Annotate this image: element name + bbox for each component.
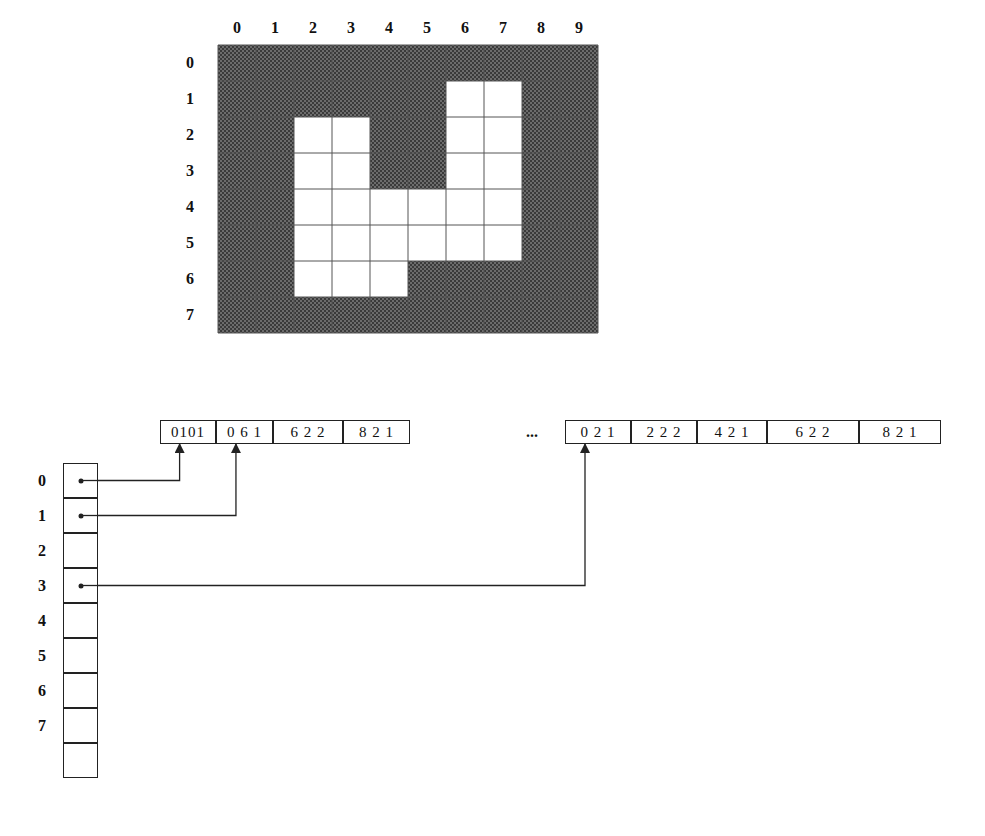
run-length-cell: 6 2 2 (273, 420, 343, 444)
pointer-stub (81, 480, 99, 481)
pointer-arrow (98, 444, 236, 516)
run-length-cell: 0101 (160, 420, 216, 444)
run-triple: 8 2 1 (883, 424, 918, 441)
index-slot: 1 (63, 498, 98, 533)
index-slot: 6 (63, 673, 98, 708)
run-triple: 0 6 1 (227, 424, 262, 441)
column-number: 3 (347, 19, 355, 37)
pointer-arrow (98, 444, 180, 481)
column-number: 9 (575, 19, 583, 37)
index-slot: 4 (63, 603, 98, 638)
run-triple: 6 2 2 (291, 424, 326, 441)
pointer-dot (78, 478, 83, 483)
row-index: 7 (38, 717, 46, 735)
run-length-cell: 6 2 2 (767, 420, 859, 444)
column-number: 0 (233, 19, 241, 37)
run-triple: 6 2 2 (796, 424, 831, 441)
index-slot: 2 (63, 533, 98, 568)
row-index: 0 (38, 472, 46, 490)
row-number: 1 (186, 90, 194, 108)
row-number: 4 (186, 198, 194, 216)
run-length-cell: 0 6 1 (216, 420, 273, 444)
run-length-cell: 2 2 2 (631, 420, 697, 444)
row-index: 5 (38, 647, 46, 665)
white-region (294, 261, 408, 297)
run-triple: 0101 (171, 424, 205, 441)
pointer-stub (81, 515, 99, 516)
index-slot: 5 (63, 638, 98, 673)
row-index: 2 (38, 542, 46, 560)
row-index: 1 (38, 507, 46, 525)
index-slot: 3 (63, 568, 98, 603)
row-number: 2 (186, 126, 194, 144)
dark-region (218, 45, 598, 333)
column-number: 4 (385, 19, 393, 37)
column-number: 5 (423, 19, 431, 37)
column-number: 1 (271, 19, 279, 37)
row-number: 6 (186, 270, 194, 288)
grid-lines (218, 45, 598, 333)
run-triple: 8 2 1 (359, 424, 394, 441)
ellipsis: ... (526, 423, 538, 441)
pointer-stub (81, 585, 99, 586)
column-number: 2 (309, 19, 317, 37)
row-index: 6 (38, 682, 46, 700)
pointer-dot (78, 583, 83, 588)
empty-slot (63, 743, 98, 778)
column-number: 6 (461, 19, 469, 37)
column-number: 7 (499, 19, 507, 37)
row-number: 0 (186, 54, 194, 72)
run-length-cell: 0 2 1 (565, 420, 631, 444)
row-number: 7 (186, 306, 194, 324)
run-length-cell: 8 2 1 (343, 420, 410, 444)
column-number: 8 (537, 19, 545, 37)
run-triple: 4 2 1 (715, 424, 750, 441)
run-triple: 2 2 2 (647, 424, 682, 441)
run-length-cell: 4 2 1 (697, 420, 767, 444)
pointer-dot (78, 513, 83, 518)
row-number: 3 (186, 162, 194, 180)
row-index: 3 (38, 577, 46, 595)
row-number: 5 (186, 234, 194, 252)
run-triple: 0 2 1 (581, 424, 616, 441)
index-slot: 0 (63, 463, 98, 498)
row-index: 4 (38, 612, 46, 630)
index-slot: 7 (63, 708, 98, 743)
pointer-arrow (98, 444, 585, 586)
run-length-cell: 8 2 1 (859, 420, 941, 444)
